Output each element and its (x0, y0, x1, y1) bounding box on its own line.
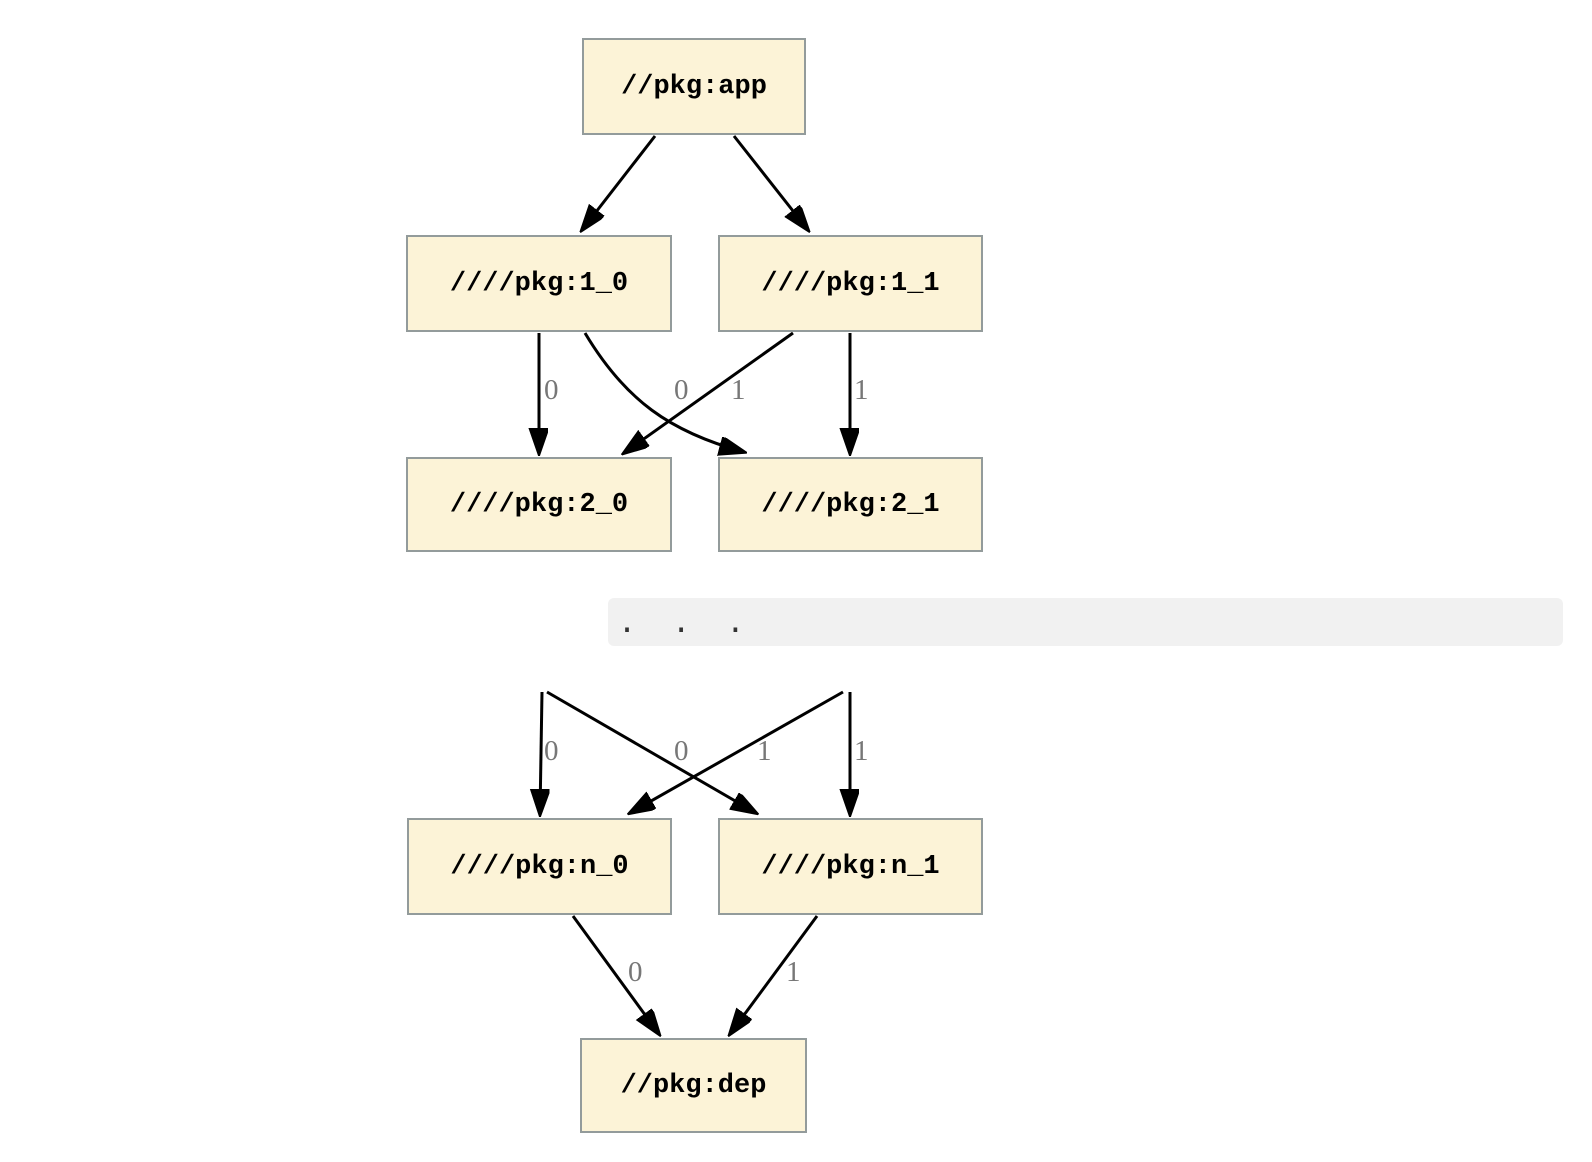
node-pkg-1-0: ////pkg:1_0 (406, 235, 672, 332)
edge-app-to-1-0 (582, 135, 657, 230)
edge-label-elided-1-to-n-0: 1 (757, 735, 772, 767)
edge-n-0-to-dep (571, 915, 659, 1034)
edge-app-to-1-1 (732, 135, 808, 230)
node-pkg-dep: //pkg:dep (580, 1038, 807, 1133)
node-label: ////pkg:1_1 (761, 268, 940, 299)
node-label: ////pkg:2_1 (761, 489, 940, 520)
node-pkg-n-0: ////pkg:n_0 (407, 818, 672, 915)
node-label: //pkg:dep (620, 1070, 767, 1101)
edge-label-1-0-to-2-0: 0 (544, 374, 559, 406)
edge-label-elided-1-to-n-1: 1 (854, 735, 869, 767)
ellipsis-text: . . . (618, 604, 745, 640)
node-pkg-n-1: ////pkg:n_1 (718, 818, 983, 915)
edge-elided-1-to-n-0 (630, 690, 844, 813)
edge-elided-0-to-n-1 (546, 690, 756, 813)
edge-elided-0-to-n-0 (540, 691, 542, 814)
node-label: ////pkg:n_0 (450, 851, 629, 882)
node-pkg-app: //pkg:app (582, 38, 806, 135)
elided-rows-code-block: . . . (608, 598, 1563, 646)
node-label: ////pkg:1_0 (449, 268, 629, 299)
edge-label-elided-0-to-n-0: 0 (544, 735, 559, 767)
edge-label-1-1-to-2-1: 1 (854, 374, 869, 406)
edge-1-0-to-2-1 (583, 332, 744, 452)
edge-label-n-1-to-dep: 1 (786, 956, 801, 988)
node-pkg-2-1: ////pkg:2_1 (718, 457, 983, 552)
edge-1-1-to-2-0 (624, 331, 794, 453)
edge-label-1-1-to-2-0: 1 (731, 374, 746, 406)
node-pkg-1-1: ////pkg:1_1 (718, 235, 983, 332)
node-label: //pkg:app (621, 71, 767, 102)
node-label: ////pkg:2_0 (449, 489, 629, 520)
edge-label-elided-0-to-n-1: 0 (674, 735, 689, 767)
edge-label-n-0-to-dep: 0 (628, 956, 643, 988)
edge-n-1-to-dep (730, 915, 819, 1034)
node-label: ////pkg:n_1 (761, 851, 940, 882)
node-pkg-2-0: ////pkg:2_0 (406, 457, 672, 552)
edge-label-1-0-to-2-1: 0 (674, 374, 689, 406)
